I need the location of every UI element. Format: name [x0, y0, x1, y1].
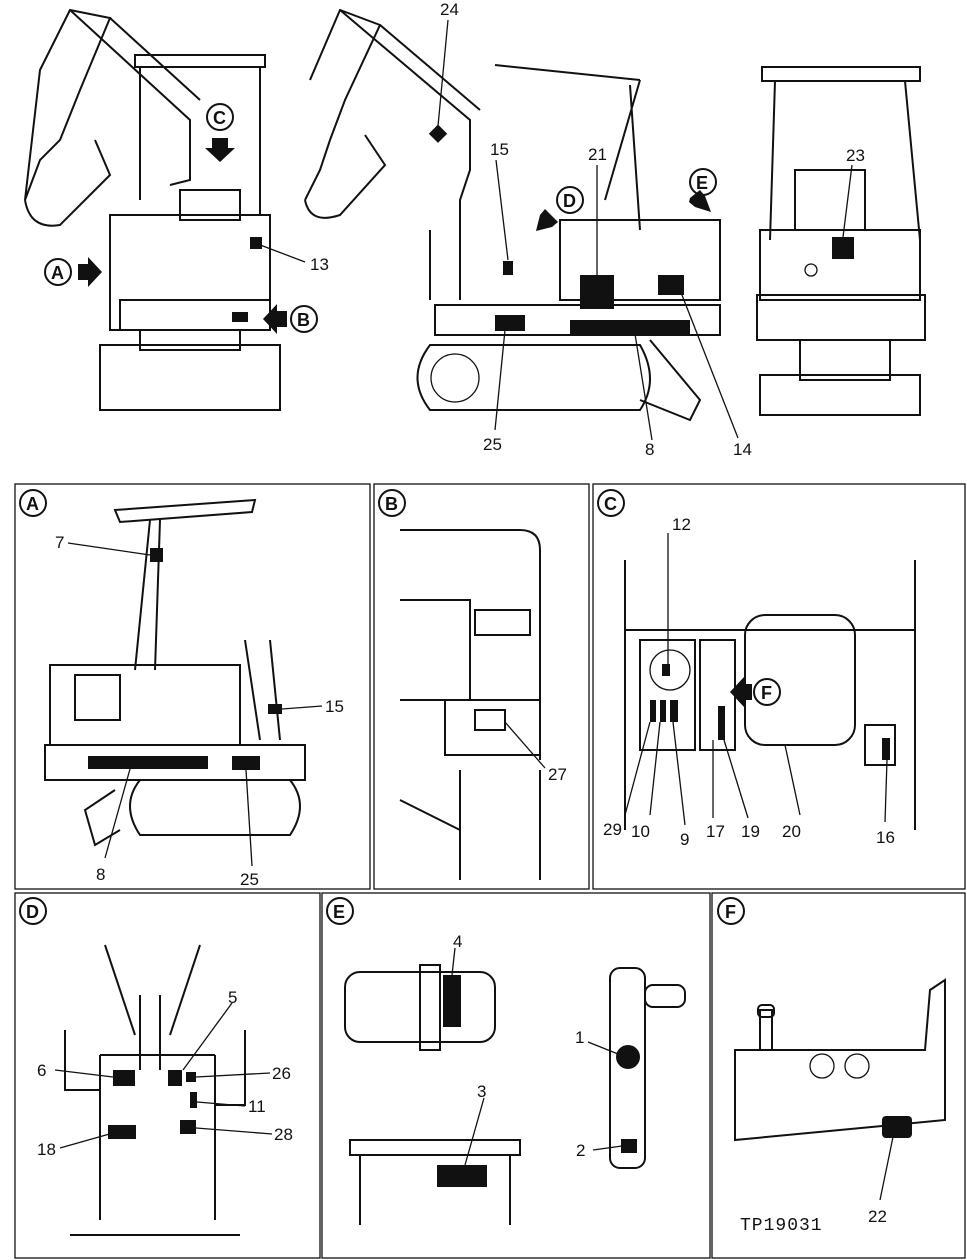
view-letter: D — [26, 902, 39, 922]
panel-a-frame — [14, 483, 371, 890]
label-25: 25 — [483, 435, 502, 454]
view-letter: B — [385, 494, 398, 514]
view-letter-f: F — [761, 683, 772, 703]
label-22: 22 — [868, 1207, 887, 1226]
label-26: 26 — [272, 1064, 291, 1083]
label-15: 15 — [490, 140, 509, 159]
figure-code: TP19031 — [740, 1216, 823, 1236]
label-20: 20 — [782, 822, 801, 841]
label-12: 12 — [672, 515, 691, 534]
panel-b-marker: B — [378, 489, 406, 517]
label-13: 13 — [310, 255, 329, 274]
view-letter: E — [333, 902, 345, 922]
view-letter-a: A — [51, 263, 64, 283]
panel-b-frame — [373, 483, 590, 890]
label-27: 27 — [548, 765, 567, 784]
label-7: 7 — [55, 533, 64, 552]
label-8-a: 8 — [96, 865, 105, 884]
panel-c-drawing — [624, 533, 916, 830]
label-25-a: 25 — [240, 870, 259, 889]
view-letter-d: D — [563, 191, 576, 211]
label-14: 14 — [733, 440, 752, 459]
panel-e-marker: E — [326, 897, 354, 925]
panel-d-marker: D — [19, 897, 47, 925]
rear-view-excavator — [756, 66, 926, 416]
label-5: 5 — [228, 988, 237, 1007]
label-28: 28 — [274, 1125, 293, 1144]
view-marker-d: D — [536, 186, 584, 231]
side-view-excavator — [304, 8, 739, 441]
view-letter: F — [725, 902, 736, 922]
view-letter-e: E — [696, 173, 708, 193]
label-10: 10 — [631, 822, 650, 841]
panel-a-drawing — [44, 498, 323, 867]
label-24: 24 — [440, 0, 459, 19]
label-2: 2 — [576, 1141, 585, 1160]
view-marker-a: A — [44, 257, 102, 287]
panel-d-frame — [14, 892, 321, 1259]
panel-b-drawing — [399, 529, 546, 880]
label-29: 29 — [603, 820, 622, 839]
label-19: 19 — [741, 822, 760, 841]
panel-d-drawing — [54, 944, 273, 1236]
label-3: 3 — [477, 1082, 486, 1101]
panel-e-frame — [321, 892, 711, 1259]
panel-e-drawing — [344, 947, 686, 1225]
label-21: 21 — [588, 145, 607, 164]
label-8: 8 — [645, 440, 654, 459]
panel-f-drawing — [734, 978, 946, 1201]
view-letter-b: B — [297, 310, 310, 330]
label-15-a: 15 — [325, 697, 344, 716]
label-6: 6 — [37, 1061, 46, 1080]
label-16: 16 — [876, 828, 895, 847]
front-view-excavator — [24, 8, 306, 411]
view-marker-f: F — [730, 677, 781, 707]
view-marker-c: C — [205, 103, 235, 162]
panel-f-marker: F — [717, 897, 745, 925]
panel-a-marker: A — [19, 489, 47, 517]
view-letter: C — [604, 494, 617, 514]
view-letter: A — [26, 494, 39, 514]
view-marker-b: B — [263, 304, 318, 334]
panel-c-frame — [592, 483, 966, 890]
label-9: 9 — [680, 830, 689, 849]
label-23: 23 — [846, 146, 865, 165]
view-letter-c: C — [213, 108, 226, 128]
label-4: 4 — [453, 932, 462, 951]
panel-c-marker: C — [597, 489, 625, 517]
label-18: 18 — [37, 1140, 56, 1159]
view-marker-e: E — [689, 168, 717, 212]
label-11: 11 — [248, 1097, 266, 1116]
label-17: 17 — [706, 822, 725, 841]
label-1: 1 — [575, 1028, 584, 1047]
panel-f-frame — [711, 892, 966, 1259]
